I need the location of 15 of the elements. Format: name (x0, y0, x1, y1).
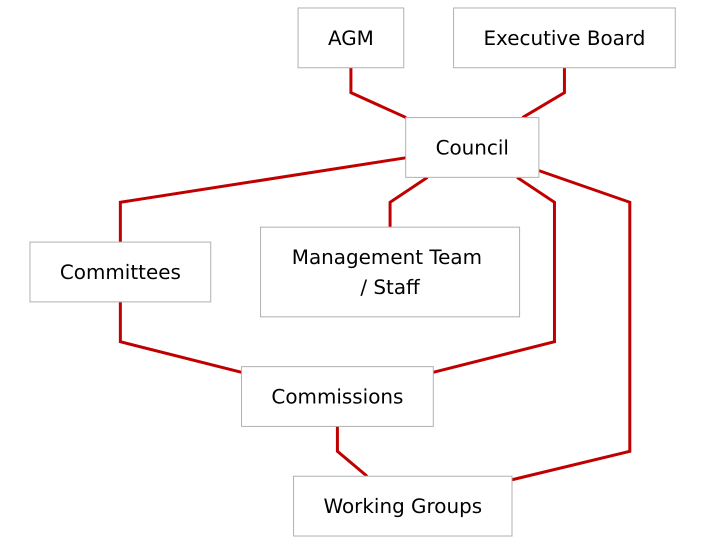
connector (350, 68, 408, 119)
connector (119, 302, 242, 374)
connector (522, 68, 566, 119)
node-box: Management Team / Staff (260, 226, 520, 318)
node-box: Working Groups (293, 476, 513, 537)
node-box: Council (406, 117, 540, 178)
node-box: Commissions (241, 366, 434, 427)
connector (119, 156, 406, 242)
connector (433, 176, 556, 374)
connector (388, 176, 429, 228)
node-box: Committees (30, 242, 212, 302)
node-box: AGM (298, 7, 405, 68)
node-box: Executive Board (453, 7, 676, 68)
connector (512, 169, 632, 482)
connector (336, 426, 368, 478)
